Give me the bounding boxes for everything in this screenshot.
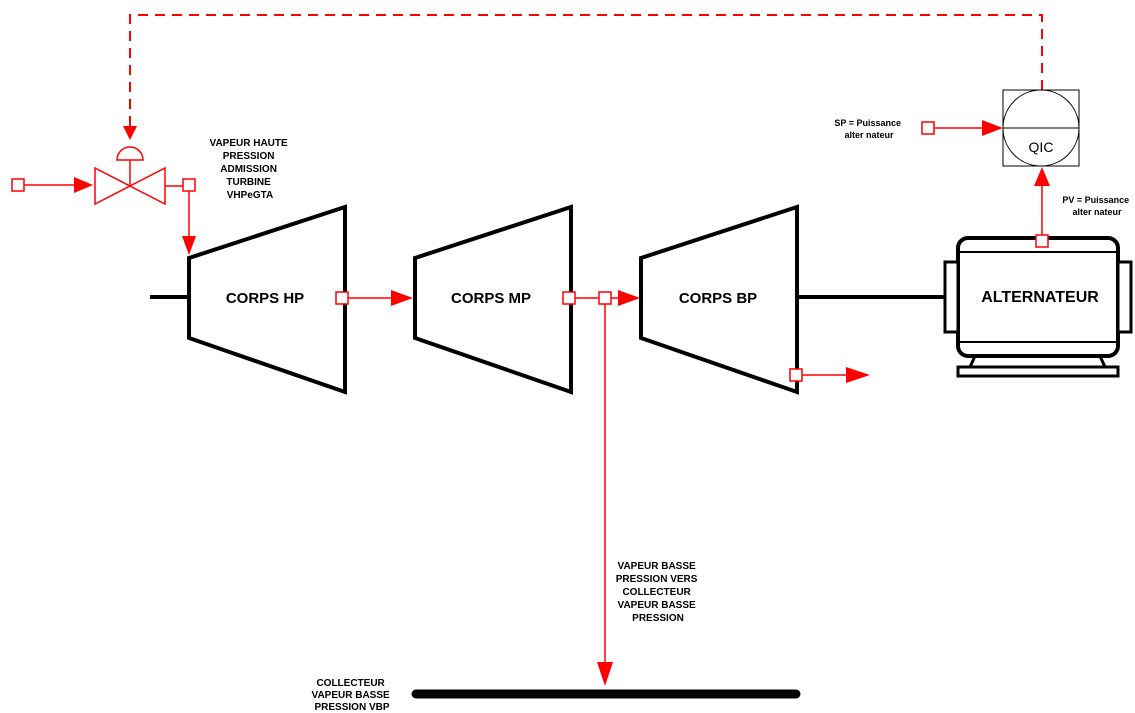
hp-admission-arrowhead <box>182 236 196 255</box>
hp-mp-arrowhead <box>391 290 413 306</box>
pv-connector <box>1035 234 1049 248</box>
bp-exhaust-arrowhead <box>846 367 870 383</box>
qic-label: QIC <box>1029 139 1054 155</box>
hp-outlet-connector <box>335 291 349 305</box>
control-signal-line <box>129 14 1043 128</box>
sp-signal-arrowhead <box>982 120 1003 136</box>
hp-steam-label: VAPEUR HAUTE PRESSION ADMISSION TURBINE … <box>210 138 291 201</box>
valve-outlet-connector <box>182 178 196 192</box>
lp-extraction-arrowhead <box>597 662 613 686</box>
lp-steam-label: VAPEUR BASSE PRESSION VERS COLLECTEUR VA… <box>616 561 700 624</box>
mp-outlet-connector <box>562 291 576 305</box>
alternator[interactable]: ALTERNATEUR <box>943 236 1133 378</box>
pv-label: PV = Puissance alter nateur <box>1062 195 1131 217</box>
turbine-hp-label: CORPS HP <box>226 290 304 307</box>
valve-inlet-arrowhead <box>74 177 93 193</box>
qic-controller[interactable]: QIC <box>1002 89 1080 167</box>
sp-connector <box>921 121 935 135</box>
turbine-mp[interactable]: CORPS MP <box>413 204 573 395</box>
valve-inlet-connector <box>11 178 25 192</box>
lp-extraction-connector <box>598 291 612 305</box>
control-valve[interactable] <box>94 146 166 206</box>
sp-label: SP = Puissance alter nateur <box>834 118 903 140</box>
bp-exhaust-connector <box>789 368 803 382</box>
turbine-mp-label: CORPS MP <box>451 290 531 307</box>
turbine-hp[interactable]: CORPS HP <box>187 204 347 395</box>
turbine-bp-label: CORPS BP <box>679 290 757 307</box>
mp-bp-arrowhead <box>618 290 640 306</box>
turbine-bp[interactable]: CORPS BP <box>639 204 799 395</box>
collector-label: COLLECTEUR VAPEUR BASSE PRESSION VBP <box>312 678 393 713</box>
alternator-label: ALTERNATEUR <box>981 289 1099 306</box>
pv-signal-arrowhead <box>1034 167 1050 186</box>
control-signal-arrowhead <box>123 126 137 140</box>
